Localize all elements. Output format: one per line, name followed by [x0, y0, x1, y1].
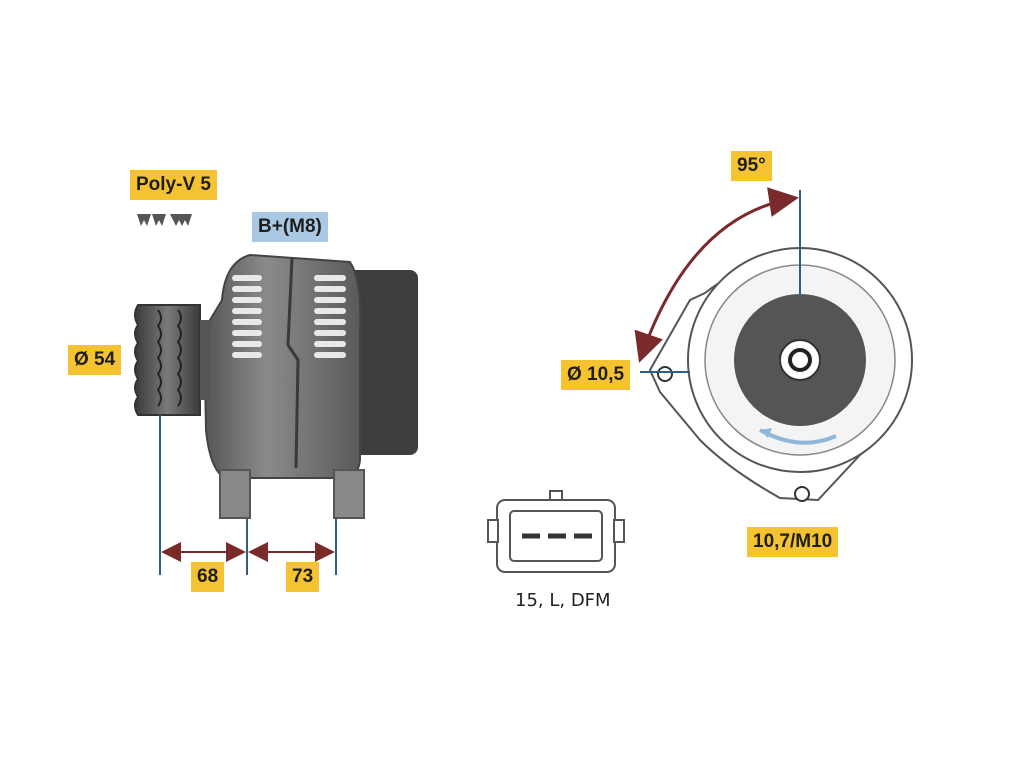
terminal-label: B+(M8)	[252, 212, 328, 242]
pulley-hub	[200, 320, 210, 400]
dimension-b-label: 73	[286, 562, 320, 592]
angle-dimension	[634, 187, 801, 373]
pulley-diameter-label: Ø 54	[68, 345, 122, 375]
pulley	[134, 304, 201, 416]
vent-slots-rear	[314, 275, 346, 358]
mount-foot-rear	[333, 469, 365, 519]
mount-foot-front	[219, 469, 251, 519]
hole-diameter-label: Ø 10,5	[561, 360, 631, 390]
alternator-front-view	[648, 247, 913, 502]
housing-seam	[286, 257, 300, 469]
shaft	[788, 348, 812, 372]
mount-hole-bottom	[794, 486, 810, 502]
dimension-a-label: 68	[191, 562, 225, 592]
poly-v-belt-icon	[137, 214, 192, 226]
pulley-grooves	[156, 309, 182, 407]
belt-label: Poly-V 5	[130, 170, 217, 200]
connector-pins-label: 15, L, DFM	[515, 590, 611, 611]
plug-connector-icon	[487, 490, 625, 573]
vent-slots-front	[232, 275, 262, 358]
angle-label: 95°	[731, 151, 772, 181]
thread-label: 10,7/M10	[747, 527, 839, 557]
alternator-side-view	[134, 253, 418, 519]
mount-hole-left	[657, 366, 673, 382]
side-dimensions	[159, 415, 337, 575]
